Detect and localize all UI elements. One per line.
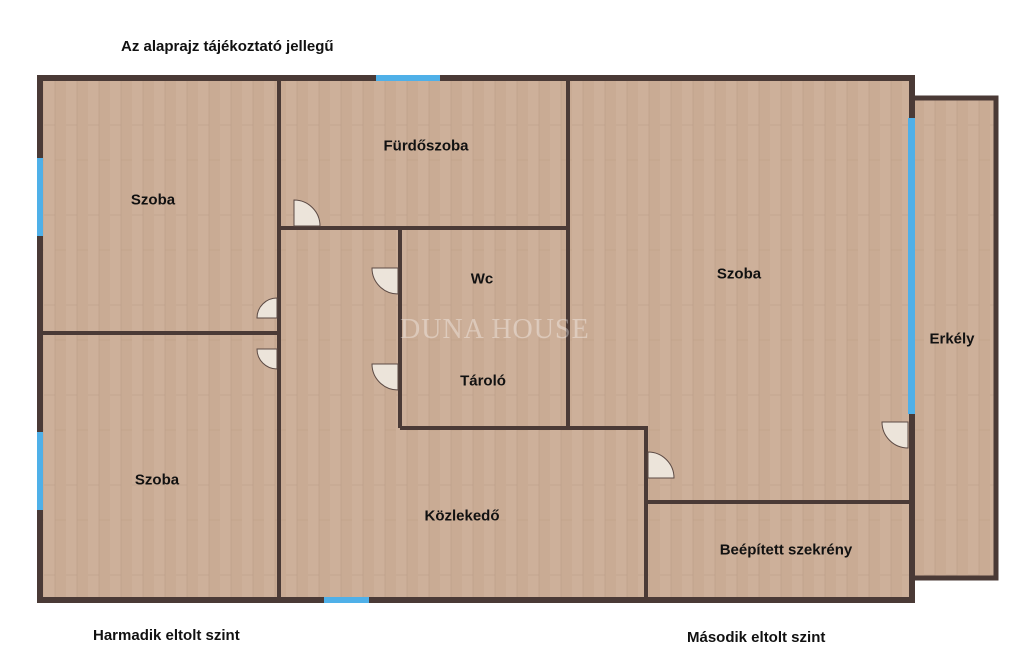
watermark: DUNA HOUSE bbox=[400, 314, 590, 345]
room-label-kozlekedo: Közlekedő bbox=[424, 507, 500, 525]
door-room-1 bbox=[256, 297, 278, 319]
window bbox=[376, 75, 440, 81]
room-label-tarolo: Tároló bbox=[460, 372, 506, 390]
room-label-wc: Wc bbox=[470, 270, 494, 288]
door-bathroom bbox=[293, 199, 321, 227]
room-label-furdoszoba: Fürdőszoba bbox=[383, 137, 469, 155]
door-wc bbox=[371, 267, 399, 295]
room-label-szoba-3: Szoba bbox=[716, 265, 762, 283]
door-balcony bbox=[881, 421, 909, 449]
door-living bbox=[647, 451, 675, 479]
plan-disclaimer: Az alaprajz tájékoztató jellegű bbox=[121, 38, 334, 55]
floor-main bbox=[38, 76, 914, 602]
door-storage bbox=[371, 363, 399, 391]
level-label-third: Harmadik eltolt szint bbox=[93, 627, 240, 644]
window bbox=[324, 597, 369, 603]
room-label-erkely: Erkély bbox=[929, 330, 975, 348]
window bbox=[37, 432, 43, 510]
window bbox=[37, 158, 43, 236]
window bbox=[908, 118, 915, 414]
room-label-beepitett: Beépített szekrény bbox=[719, 541, 853, 559]
door-room-2 bbox=[256, 348, 278, 370]
room-label-szoba-1: Szoba bbox=[130, 191, 176, 209]
level-label-second: Második eltolt szint bbox=[687, 629, 826, 646]
floor-balcony bbox=[910, 96, 998, 580]
room-label-szoba-2: Szoba bbox=[134, 471, 180, 489]
